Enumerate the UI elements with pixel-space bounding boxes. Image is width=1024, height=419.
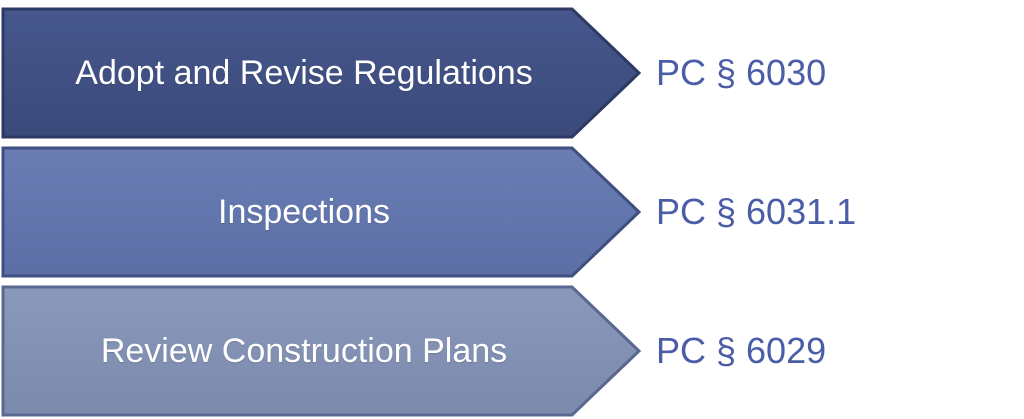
step-label: Adopt and Revise Regulations: [75, 53, 533, 92]
step-reference: PC § 6030: [656, 52, 827, 93]
process-step-1: Adopt and Revise Regulations PC § 6030: [0, 6, 1024, 140]
step-reference: PC § 6031.1: [656, 191, 857, 232]
step-label: Inspections: [218, 192, 390, 231]
step-reference: PC § 6029: [656, 330, 827, 371]
process-step-2: Inspections PC § 6031.1: [0, 145, 1024, 279]
step-label: Review Construction Plans: [100, 331, 508, 370]
process-step-3: Review Construction Plans PC § 6029: [0, 284, 1024, 418]
chevron-arrow-shape: [1, 7, 642, 139]
chevron-arrow-shape: [1, 285, 642, 417]
chevron-arrow-shape: [1, 146, 642, 278]
